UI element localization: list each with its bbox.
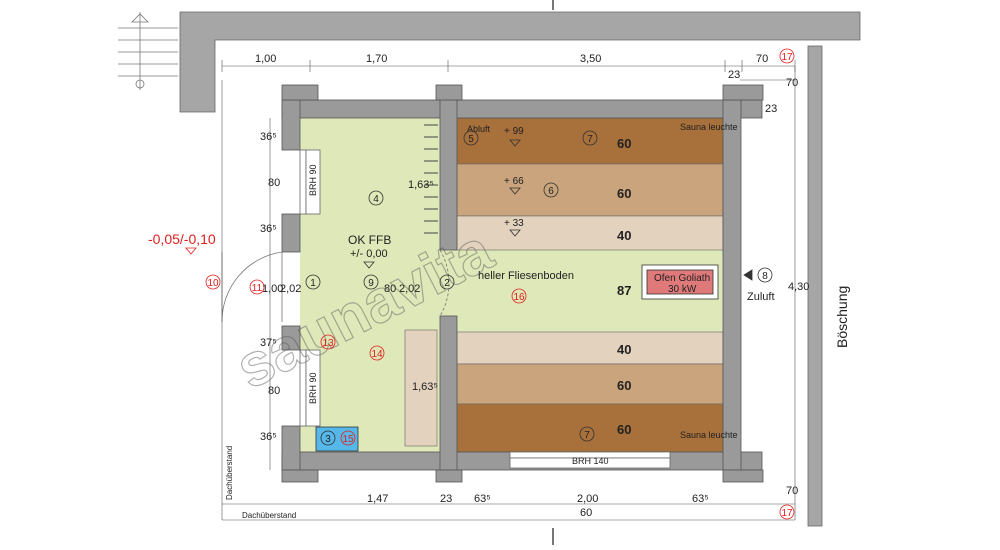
dimension-lines (221, 0, 796, 545)
dach-label-2: Dachüberstand (242, 511, 296, 520)
bench-h3: 40 (617, 228, 631, 243)
dim-bottom-a: 1,47 (367, 493, 388, 505)
dim-bottom-g: 70 (786, 485, 798, 497)
height-66: + 66 (504, 176, 524, 187)
marker-7b: 7 (584, 430, 590, 441)
oven-name: Ofen Goliath (654, 273, 710, 284)
floor-label: heller Fliesenboden (478, 270, 574, 282)
marker-8: 8 (762, 271, 768, 282)
marker-10: 10 (207, 278, 219, 289)
brh90-a: BRH 90 (308, 164, 318, 196)
bench-h4: 40 (617, 342, 631, 357)
bench-h1: 60 (617, 136, 631, 151)
dim-inner-h2: 1,63⁵ (412, 381, 438, 393)
dim-right-a: 4,30 (788, 281, 809, 293)
marker-2: 2 (444, 278, 450, 289)
ok-ffb-value: +/- 0,00 (350, 248, 388, 260)
ok-ffb-label: OK FFB (348, 233, 391, 247)
dim-bottom-d: 2,00 (577, 493, 598, 505)
dimension-texts: 1,00 1,70 3,50 70 23 23 70 36⁵ 80 36⁵ 1,… (255, 53, 809, 519)
zuluft-label: Zuluft (747, 291, 775, 303)
dim-left-b: 80 (268, 177, 280, 189)
changing-bench (404, 329, 438, 447)
boeschung-label: Böschung (834, 286, 850, 348)
marker-14: 14 (371, 349, 383, 360)
dim-bottom-f: 60 (580, 507, 592, 519)
dim-inner-v80: 80 (384, 283, 396, 295)
level-triangles (185, 139, 753, 281)
windows (299, 149, 671, 469)
marker-16: 16 (513, 292, 525, 303)
dim-top-1: 1,00 (255, 53, 276, 65)
oven-power: 30 kW (668, 284, 697, 295)
dim-top-6: 23 (765, 103, 777, 115)
stair-symbol (118, 12, 178, 90)
lamp-top-label: Sauna leuchte (680, 122, 738, 132)
abluft-label: Abluft (467, 124, 491, 134)
marker-5: 5 (468, 134, 474, 145)
marker-7a: 7 (587, 134, 593, 145)
marker-numbers: 1 2 3 4 5 6 7 7 8 9 10 11 13 14 15 16 17… (207, 52, 793, 519)
oven (646, 269, 714, 295)
outer-wall (179, 11, 861, 527)
dach-label-1: Dachüberstand (225, 446, 234, 500)
height-33: + 33 (504, 218, 524, 229)
dim-bottom-b: 23 (440, 493, 452, 505)
dim-right-b: 87 (617, 283, 631, 298)
dim-left-c: 36⁵ (260, 223, 277, 235)
red-marker-circles (205, 48, 795, 520)
dim-inner-v202: 2,02 (399, 283, 420, 295)
marker-4: 4 (373, 194, 379, 205)
marker-17b: 17 (781, 508, 793, 519)
dim-top-7: 70 (786, 77, 798, 89)
level-label: -0,05/-0,10 (148, 231, 216, 247)
lamp-bottom-label: Sauna leuchte (680, 430, 738, 440)
marker-13: 13 (322, 338, 334, 349)
marker-6: 6 (548, 186, 554, 197)
wall-hatch (424, 124, 438, 234)
marker-circles (305, 130, 773, 446)
dim-top-3: 3,50 (580, 53, 601, 65)
dim-left-f: 80 (268, 385, 280, 397)
marker-3: 3 (325, 434, 331, 445)
marker-1: 1 (310, 278, 316, 289)
dim-left-h: 2,02 (280, 283, 301, 295)
marker-15: 15 (342, 434, 354, 445)
brh140: BRH 140 (572, 456, 609, 466)
height-99: + 99 (504, 126, 524, 137)
bench-h6: 60 (617, 422, 631, 437)
dim-top-2: 1,70 (366, 53, 387, 65)
dim-top-4: 70 (756, 53, 768, 65)
marker-17a: 17 (781, 52, 793, 63)
bench-height-labels: 60 60 40 40 60 60 (617, 136, 631, 437)
dim-left-d: 1,00 (262, 283, 283, 295)
bench-h5: 60 (617, 378, 631, 393)
dim-left-e: 37⁵ (260, 337, 277, 349)
shower-tray (315, 426, 359, 452)
bench-h2: 60 (617, 186, 631, 201)
marker-9: 9 (368, 278, 374, 289)
dim-bottom-e: 63⁵ (692, 493, 709, 505)
brh90-b: BRH 90 (308, 372, 318, 404)
dim-bottom-c: 63⁵ (474, 493, 491, 505)
marker-11: 11 (252, 283, 263, 294)
dim-inner-h1: 1,63⁵ (408, 179, 434, 191)
dim-top-5: 23 (728, 69, 740, 81)
dim-left-a: 36⁵ (260, 131, 277, 143)
dim-left-g: 36⁵ (260, 431, 277, 443)
